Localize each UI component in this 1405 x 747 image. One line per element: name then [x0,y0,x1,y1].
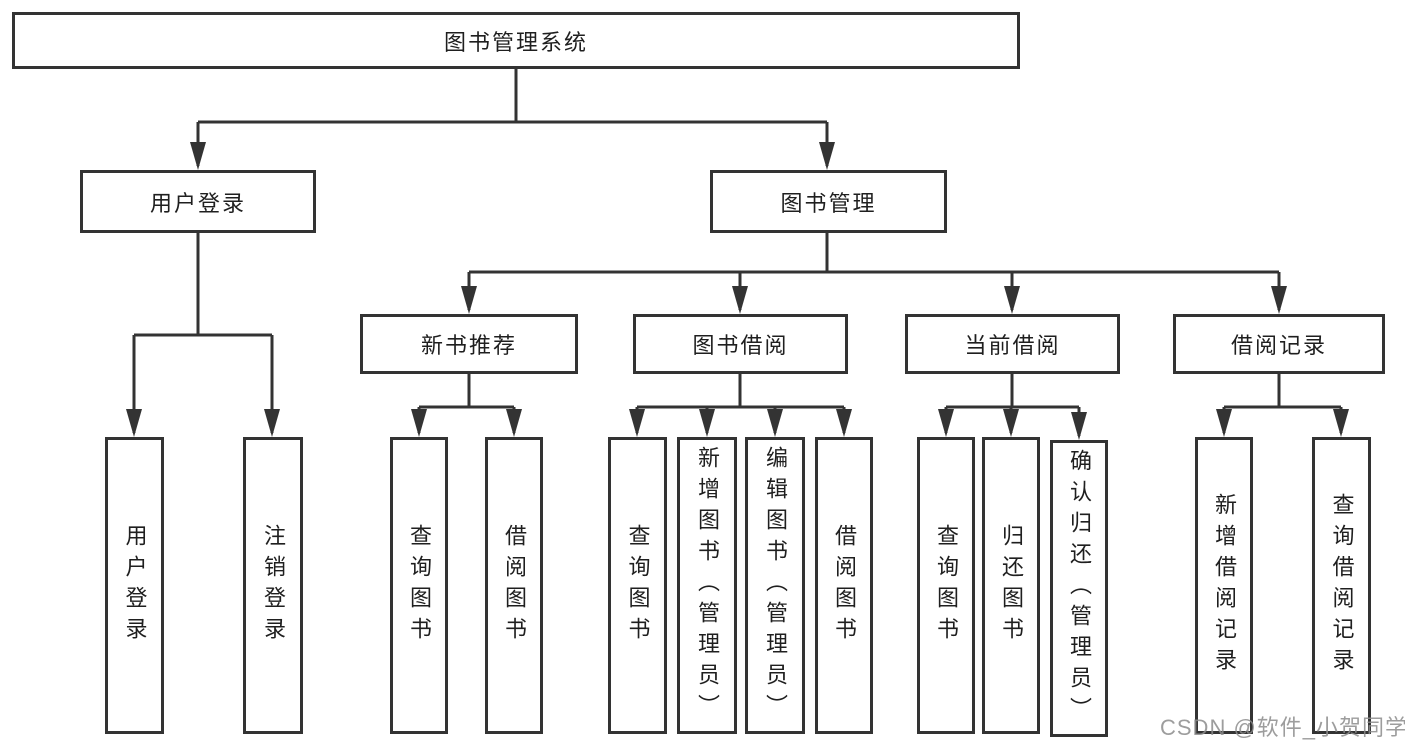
node-borrow-records-label: 借阅记录 [1230,333,1327,358]
connector-root-to-level2 [196,68,829,166]
leaf-edit-book-admin: 编辑图书（管理员） [745,437,805,734]
node-root: 图书管理系统 [12,12,1020,69]
leaf-add-borrow-record-label: 新增借阅记录 [1212,492,1237,679]
node-new-book-recommend-label: 新书推荐 [420,333,517,358]
leaf-logout-label: 注销登录 [261,523,286,648]
leaf-logout: 注销登录 [243,437,303,734]
connector-userlogin-to-leaves [132,232,274,433]
leaf-edit-book-admin-label: 编辑图书（管理员） [763,446,788,725]
leaf-query-borrow-record-label: 查询借阅记录 [1329,492,1355,679]
node-book-borrow-label: 图书借阅 [692,333,789,358]
leaf-borrow-books-recommend-label: 借阅图书 [502,523,527,648]
node-root-label: 图书管理系统 [443,29,588,55]
leaf-borrow-books-recommend: 借阅图书 [485,437,543,734]
leaf-query-borrow-record: 查询借阅记录 [1312,437,1371,734]
leaf-query-books-recommend-label: 查询图书 [407,523,432,648]
node-current-borrow-label: 当前借阅 [964,333,1061,358]
node-book-borrow: 图书借阅 [633,314,848,374]
leaf-query-books-current-label: 查询图书 [934,523,959,648]
leaf-query-books-current: 查询图书 [917,437,975,734]
node-user-login-label: 用户登录 [149,190,246,216]
connector-newbook-to-leaves [417,373,516,433]
arrowheads [126,142,1349,440]
leaf-add-book-admin: 新增图书（管理员） [677,437,737,734]
leaf-user-login-label: 用户登录 [122,523,148,648]
leaf-borrow-books-label: 借阅图书 [832,523,857,648]
leaf-query-books-recommend: 查询图书 [390,437,448,734]
leaf-confirm-return-admin-label: 确认归还（管理员） [1067,449,1092,728]
node-book-management: 图书管理 [710,170,947,233]
leaf-add-borrow-record: 新增借阅记录 [1195,437,1253,734]
connector-bookmgmt-to-level3 [467,232,1281,310]
leaf-user-login: 用户登录 [105,437,164,734]
leaf-confirm-return-admin: 确认归还（管理员） [1050,440,1108,737]
node-current-borrow: 当前借阅 [905,314,1120,374]
leaf-return-book-label: 归还图书 [999,523,1024,648]
leaf-borrow-books: 借阅图书 [815,437,873,734]
node-book-management-label: 图书管理 [780,190,877,216]
leaf-return-book: 归还图书 [982,437,1040,734]
node-new-book-recommend: 新书推荐 [360,314,578,374]
leaf-add-book-admin-label: 新增图书（管理员） [695,446,720,725]
connector-bookborrow-to-leaves [635,373,846,433]
leaf-query-books-borrow-label: 查询图书 [625,523,651,648]
leaf-query-books-borrow: 查询图书 [608,437,667,734]
node-borrow-records: 借阅记录 [1173,314,1385,374]
node-user-login: 用户登录 [80,170,316,233]
connector-borrowrecords-to-leaves [1222,373,1343,433]
csdn-watermark: CSDN @软件_小贺同学 [1160,715,1405,740]
